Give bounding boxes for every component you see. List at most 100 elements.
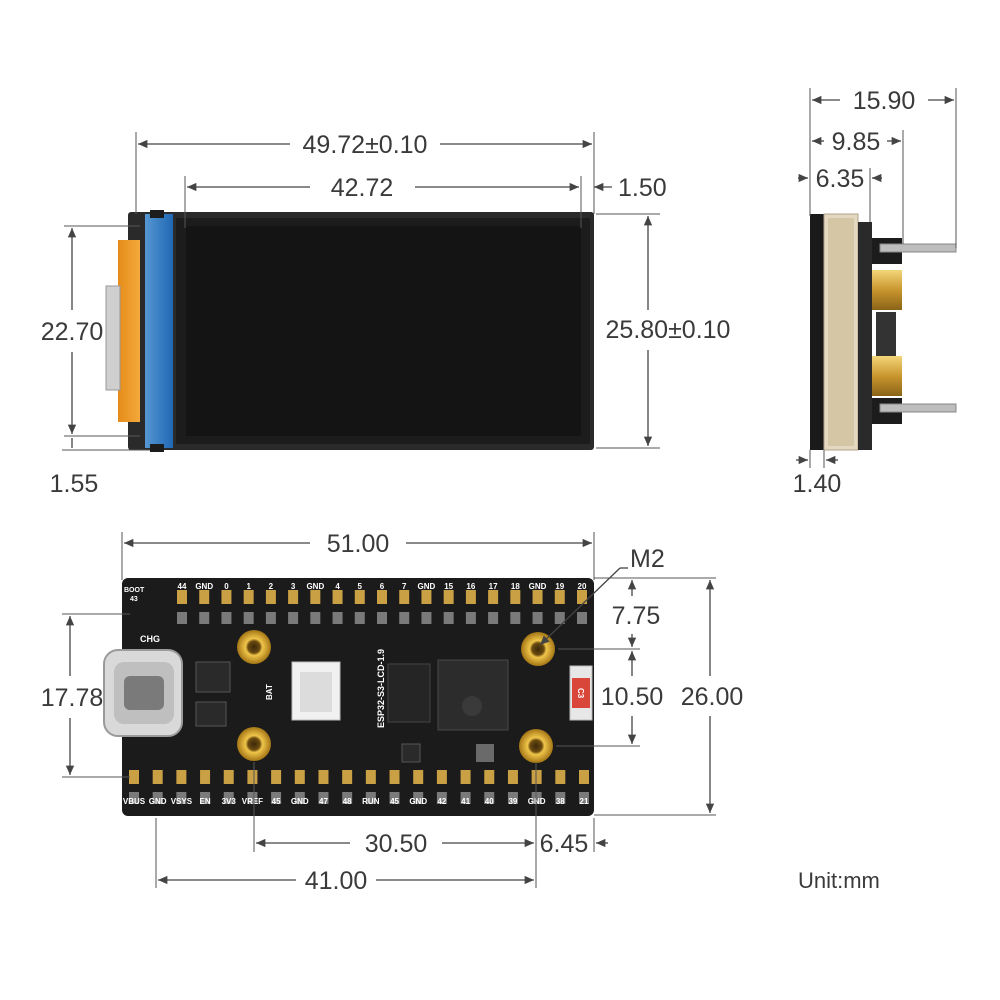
- pin-label: 45: [272, 797, 281, 806]
- header-pin-pad: [577, 590, 587, 604]
- header-pin-pad: [554, 590, 565, 604]
- c3-label: C3: [576, 688, 585, 699]
- header-pin-pad: [310, 590, 321, 604]
- flash-chip: [387, 663, 431, 723]
- header-pin-pad: [221, 590, 232, 604]
- header-pin-pad: [310, 612, 321, 624]
- pin-label: 17: [489, 582, 498, 591]
- header-pin-pad: [579, 770, 589, 784]
- pin-label: 0: [224, 582, 229, 591]
- pin-43-label: 43: [130, 596, 138, 603]
- header-pin-pad: [365, 792, 376, 804]
- header-pin-pad: [318, 792, 329, 804]
- pin-label: 39: [508, 797, 517, 806]
- top-header-pin: [879, 243, 957, 253]
- pin-span-label: 41.00: [305, 867, 368, 895]
- header-pin-pad: [247, 770, 258, 784]
- total-depth-label: 15.90: [853, 87, 916, 115]
- back-dimensions: 51.00 M2 7.75 10.50 26.00 17.78 30: [41, 530, 744, 895]
- header-pin-pad: [243, 590, 254, 604]
- header-pin-pad: [152, 792, 163, 804]
- pin-label: 18: [511, 582, 520, 591]
- pin-label: 45: [390, 797, 399, 806]
- pin-label: 7: [402, 582, 407, 591]
- overall-height-label: 25.80±0.10: [606, 316, 731, 344]
- hole-right-offset-label: 6.45: [540, 830, 589, 858]
- pin-label: 1: [246, 582, 251, 591]
- header-pin-pad: [177, 590, 187, 604]
- pin-label: 38: [556, 797, 565, 806]
- header-pin-pad: [176, 770, 187, 784]
- header-pin-pad: [223, 792, 234, 804]
- boot-label: BOOT: [124, 587, 145, 594]
- hole-top-offset-label: 7.75: [612, 602, 661, 630]
- depth-to-header-label: 9.85: [832, 128, 881, 156]
- header-pin-pad: [399, 590, 410, 604]
- header-pin-pad: [288, 590, 299, 604]
- flex-cable: [118, 240, 140, 422]
- pin-label: GND: [528, 797, 546, 806]
- header-pin-pad: [484, 770, 495, 784]
- header-pin-pad: [332, 612, 343, 624]
- header-pin-pad: [555, 792, 566, 804]
- header-pin-pad: [377, 612, 387, 624]
- pin-label: 3: [291, 582, 296, 591]
- hole-horizontal-spacing-label: 30.50: [365, 830, 428, 858]
- pin-label: VSYS: [171, 797, 193, 806]
- header-pin-pad: [465, 590, 476, 604]
- pin-label: 21: [580, 797, 589, 806]
- header-pin-pad: [243, 612, 254, 624]
- header-pin-pad: [460, 770, 471, 784]
- header-pin-pad: [443, 612, 454, 624]
- header-pin-pad: [129, 770, 139, 784]
- pin-label: EN: [199, 797, 210, 806]
- screen-width-label: 42.72: [331, 174, 394, 202]
- pin-label: 2: [269, 582, 274, 591]
- right-margin-label: 1.50: [618, 174, 667, 202]
- pin-label: 20: [578, 582, 587, 591]
- pin-label: 48: [343, 797, 352, 806]
- header-pin-pad: [577, 612, 587, 624]
- header-pin-pad: [484, 792, 495, 804]
- header-pin-pad: [288, 612, 299, 624]
- mount-hole: [521, 632, 555, 666]
- usb-width-label: 17.78: [41, 684, 104, 712]
- header-pin-pad: [332, 590, 343, 604]
- header-pin-pad: [354, 590, 365, 604]
- pin-label: GND: [529, 582, 547, 591]
- header-pin-pad: [176, 792, 187, 804]
- header-pin-pad: [531, 792, 542, 804]
- usb-connector-side: [105, 285, 121, 391]
- pin-label: GND: [306, 582, 324, 591]
- pin-label: GND: [149, 797, 167, 806]
- header-pin-pad: [510, 612, 521, 624]
- header-pin-pad: [294, 770, 305, 784]
- pin-label: 15: [444, 582, 453, 591]
- pin-label: 42: [437, 797, 446, 806]
- pin-label: 44: [178, 582, 187, 591]
- hole-label: M2: [630, 545, 665, 573]
- pin-label: 41: [461, 797, 470, 806]
- pin-label: 19: [555, 582, 564, 591]
- header-pin-pad: [271, 770, 282, 784]
- pin-label: VREF: [242, 797, 263, 806]
- pin-label: 16: [466, 582, 475, 591]
- header-pin-pad: [421, 590, 432, 604]
- screen-height-label: 22.70: [41, 318, 104, 346]
- mount-hole: [519, 729, 553, 763]
- bat-label: BAT: [265, 684, 274, 700]
- header-pin-pad: [223, 770, 234, 784]
- hole-vertical-spacing-label: 10.50: [601, 683, 664, 711]
- header-pin-pad: [555, 770, 566, 784]
- header-pin-pad: [389, 792, 400, 804]
- header-pin-pad: [365, 770, 376, 784]
- header-pin-pad: [129, 792, 139, 804]
- header-pin-pad: [488, 612, 499, 624]
- header-pin-pad: [436, 792, 447, 804]
- pin-label: GND: [409, 797, 427, 806]
- mount-hole: [237, 727, 271, 761]
- header-pin-pad: [413, 792, 424, 804]
- bottom-header-pin: [879, 403, 957, 413]
- side-view: [810, 213, 957, 451]
- glass-thickness-label: 1.40: [793, 470, 842, 498]
